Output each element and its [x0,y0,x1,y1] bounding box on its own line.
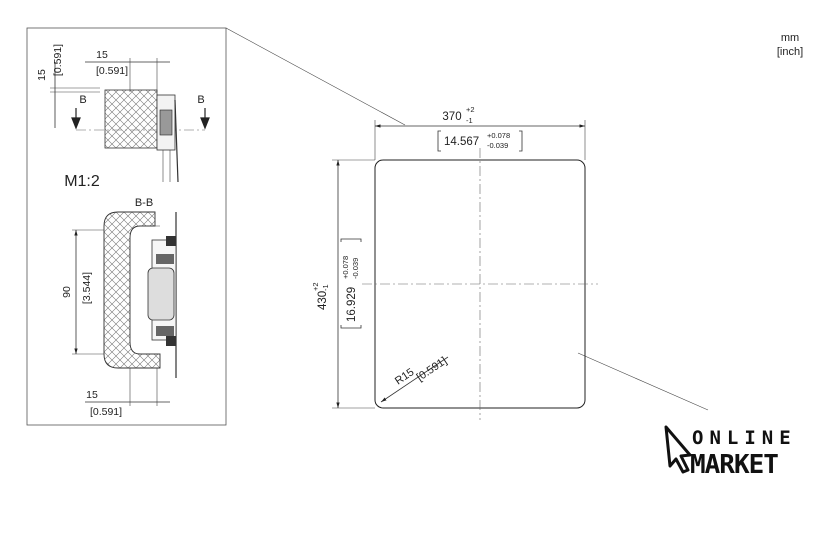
height-dim-inch: [3.544] [81,272,93,304]
height-dim-mm-group: 430 +2 -1 [311,282,330,310]
height-dim-tol-lower: -1 [321,284,330,291]
section-marker-left: B [79,94,86,106]
height-dim-inch-cutout: 16.929 [346,287,358,322]
width-dim-tol-upper: +2 [466,105,475,114]
cursor-arrow-icon [664,425,692,474]
width-dim-inch-tol-lower: -0.039 [487,141,508,150]
top-detail: 15 [0.591] 15 [0.591] B B [36,44,210,183]
logo-line2: MARKET [690,450,778,480]
top-vertical-dim-inch: [0.591] [52,44,64,76]
top-vertical-dim-mm: 15 [36,69,48,81]
section-label: B-B [135,197,153,209]
cutout-view: 370 +2 -1 14.567 +0.078 -0.039 430 +2 -1… [311,105,598,420]
logo-line1: ONLINE [692,427,797,449]
units-label: mm [inch] [777,32,803,58]
radius-inch: [0.591] [415,355,450,384]
height-dim-inch-group: 16.929 +0.078 -0.039 [340,238,362,329]
width-dim-inch: 14.567 [444,136,479,148]
width-dim-tol-lower: -1 [466,116,473,125]
height-dim-mm: 90 [61,286,73,298]
gasket-top [104,89,158,149]
mechanism-top [156,94,179,183]
bottom-horizontal-dim-mm: 15 [86,389,98,401]
leader-line-top [225,27,406,126]
mechanism-section [147,212,177,378]
units-mm: mm [781,32,799,44]
radius-leader [380,356,449,403]
bottom-horizontal-dim-inch: [0.591] [90,406,122,418]
section-marker-right: B [197,94,204,106]
units-inch: [inch] [777,46,803,58]
section-arrow-right [200,108,210,130]
top-horizontal-dim-mm: 15 [96,49,108,61]
width-dim-inch-tol-upper: +0.078 [487,131,510,140]
leader-line-bottom [577,352,709,411]
height-dim-tol-upper: +2 [311,282,320,291]
detail-view: 15 [0.591] 15 [0.591] B B [26,27,709,426]
online-market-logo: ONLINE MARKET [664,425,797,480]
section-view: B-B 90 [3.544] [61,197,177,418]
section-arrow-left [71,108,81,130]
width-dim-mm: 370 [442,111,461,123]
radius-mm: R15 [393,366,416,387]
height-dim-inch-tol-lower: -0.039 [351,258,360,279]
height-dim-inch-tol-upper: +0.078 [341,256,350,279]
scale-label: M1:2 [64,173,100,190]
top-horizontal-dim-inch: [0.591] [96,65,128,77]
height-dim-mm-cutout: 430 [317,291,329,310]
